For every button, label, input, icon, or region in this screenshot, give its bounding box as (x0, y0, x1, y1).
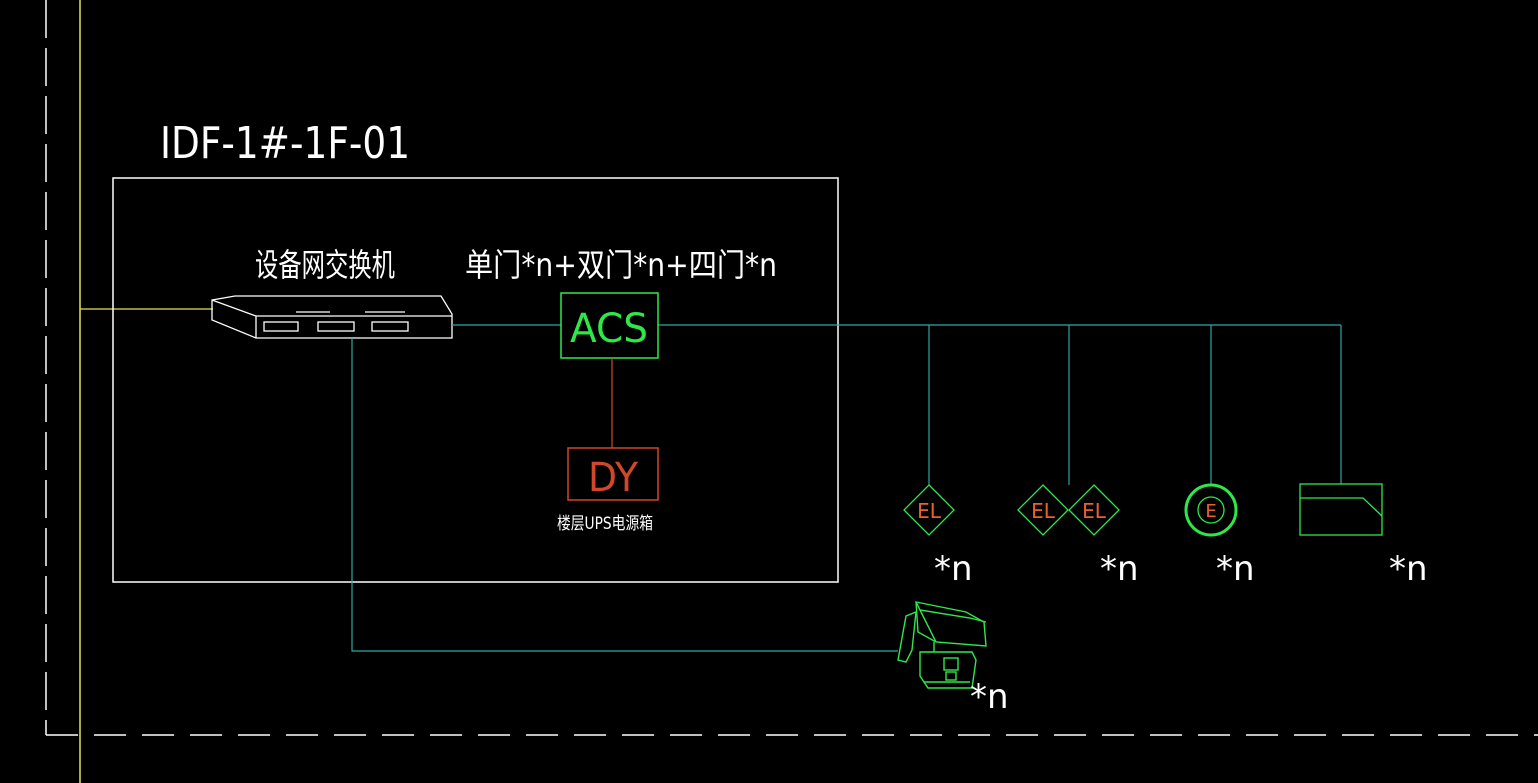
network-line-switch-terminal (351, 338, 898, 652)
electric-lock-1: EL (903, 484, 955, 536)
electric-lock-icon (903, 484, 955, 536)
qty-label-card-reader: *n (1389, 549, 1428, 589)
electric-lock-label: EL (1082, 499, 1107, 523)
electric-lock-icon (1017, 484, 1069, 536)
electric-lock-icon (1068, 484, 1120, 536)
idf-label: IDF-1#-1F-01 (160, 118, 410, 169)
network-switch-icon (211, 295, 453, 339)
dy-power-box (567, 447, 659, 501)
door-count-label: 单门*n+双门*n+四门*n (465, 246, 777, 284)
qty-label-terminal: *n (970, 677, 1009, 717)
electric-lock-3: EL (1068, 484, 1120, 536)
exit-button-icon: E (1184, 483, 1238, 537)
idf-frame (112, 177, 839, 583)
card-reader-icon (1299, 483, 1383, 536)
switch-label: 设备网交换机 (255, 246, 395, 284)
ups-box-label: 楼层UPS电源箱 (557, 514, 653, 534)
acs-controller-box (560, 292, 659, 359)
management-terminal-icon (897, 601, 987, 689)
electric-lock-2: EL (1017, 484, 1069, 536)
acs-label: ACS (570, 306, 648, 352)
qty-label-exit-button: *n (1216, 549, 1255, 589)
qty-label-el-1: *n (934, 549, 973, 589)
electric-lock-label: EL (917, 499, 942, 523)
qty-label-el-2: *n (1100, 549, 1139, 589)
electric-lock-label: EL (1031, 499, 1056, 523)
exit-button-label: E (1205, 501, 1216, 522)
dy-label: DY (588, 455, 639, 501)
